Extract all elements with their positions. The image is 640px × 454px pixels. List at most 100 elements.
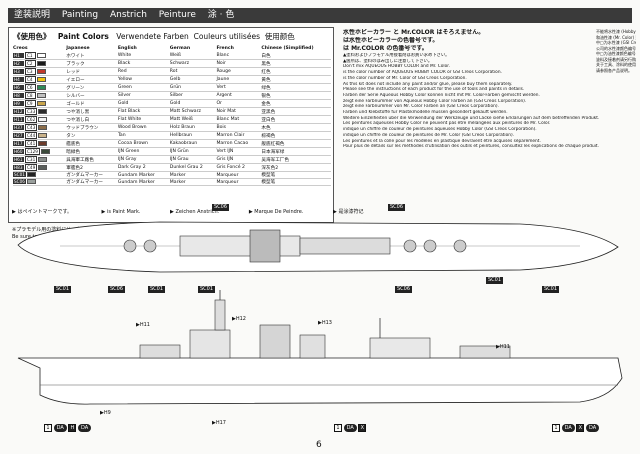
ref-swatch [139,243,156,250]
color-swatch [38,141,48,146]
note-line: ▲塗料およびプラモデル用接着剤はお買い求め下さい。 [343,53,450,58]
code-mr-color: C6 [25,84,36,91]
side-note-line: 中□为油性漆颜色编号。 [596,51,636,56]
name-cn: 红色 [261,67,331,76]
label-sc01-plan-5: SC01 [542,286,560,293]
side-notes-cn: 不能将水性漆 (Hobby Color)和油性漆 (Mr. Color) 混合使… [596,29,636,73]
code-aqueous: H6 [13,85,24,90]
name-cn: 绿色 [261,83,331,92]
name-cn: 吴海军工厂色 [261,155,331,164]
note-line: Farben der Serie Aqueous Hobby Color kön… [343,92,540,98]
name-ja: イエロー [66,75,118,84]
code-mr-color: C129 [25,148,40,155]
note-line: Pour plus de détails sur les méthodes d'… [343,144,599,150]
label-h17-side: ▶H17 [212,420,226,426]
name-en: Cocoa Brown [117,139,170,148]
color-swatch [38,157,48,162]
name-de: Matt Weiß [169,115,217,124]
code-aqueous: H9 [13,101,24,106]
name-en: Gundam Marker [117,171,170,180]
name-fr: Or [216,99,262,108]
name-en: White [117,52,170,60]
name-cn: 金色 [261,99,331,108]
header-title-en: Painting [61,10,99,20]
code-aqueous: H3 [13,69,24,74]
code-mr-color: C49 [25,164,38,171]
panel-title: 《使用色》 Paint Colors Verwendete Farben Cou… [13,31,329,42]
name-de: Hellbraun [169,131,217,140]
legend-ja: はペイントマークです。 [17,209,72,215]
label-h11-side-1: ▶H11 [136,322,150,328]
name-fr: Blanc Mat [216,115,262,124]
color-swatch [38,117,48,122]
ref-sc06: SC06 [30,243,61,250]
panel-title-fr: Couleurs utilisées [193,32,260,41]
side-note-line: 和油性漆 (Mr. Color) 混合使用。 [596,34,636,40]
column-header: German [169,45,191,51]
name-ja: ブラック [66,59,118,68]
code-aqueous: H60 [13,149,24,154]
note-line1: 水性ホビーカラー と Mr.COLOR はそろえません。 [343,29,485,36]
name-de: Marker [169,171,217,180]
plastic-note-ja: ※プラモデル用の塗料には、必ずプラモデル用の塗料をご使用下さい。 [12,227,172,233]
name-en: Tan [117,131,170,140]
code-mr-color: C8 [25,92,36,99]
code-mr-color: C44 [25,132,38,139]
color-swatch [38,165,48,170]
name-fr: Noir Mat [216,107,262,116]
name-de: IJN Grün [169,147,217,156]
name-cn: 黄色 [261,75,331,84]
legend-de: Zeichen Anstrich. [175,209,220,215]
color-swatch [37,85,46,90]
name-ja: レッド [66,67,118,76]
name-ja: 軍艦色2 [66,163,118,172]
name-de: Gelb [169,75,217,84]
name-en: Dark Gray 2 [117,163,170,172]
ship-side-view [17,290,623,405]
legend-fr: Marque De Peindre. [254,209,304,215]
column-header: Japanese [66,45,90,51]
header-title-ja: 塗装説明 [14,10,51,20]
side-note-line: 塗料及接着剂请另行购买。 [596,56,636,62]
note-line: Don't mix AQUEOUS HOBBY COLOR and Mr. Co… [343,64,450,70]
color-swatch [26,179,36,185]
column-header: Creos [13,45,28,51]
name-fr: Argent [216,91,262,100]
note-line3: は Mr.COLOR の色番号です。 [343,45,428,52]
name-de: Gold [169,99,217,108]
label-h9-side: ▶H9 [100,410,111,416]
code-mr-color: C62 [25,116,38,123]
color-swatch [38,109,48,114]
legend-cn: 是涂漆符记 [338,209,364,215]
note-line: Les peintures aqueuses Hobby Color ne pe… [343,121,551,127]
note-line: indique un chiffre de couleur de peintur… [343,132,515,138]
name-fr: Bois [216,123,262,132]
name-de: IJN Grau [169,155,217,164]
name-de: Weiß [169,52,217,60]
name-cn: 舰底红褐色 [261,139,331,148]
label-h12-side: ▶H12 [232,316,246,322]
label-sc06-plan-top-left: SC06 [212,204,230,211]
code-mr-color: C1 [25,52,36,59]
name-cn: 日本海军绿 [261,147,331,156]
page-number: 6 [316,440,322,450]
label-h13-side: ▶H13 [318,320,332,326]
name-cn: 银色 [261,91,331,100]
ref-h17: H17 [139,243,167,250]
color-swatch [38,125,48,130]
panel-title-ja: 《使用色》 [13,32,51,41]
